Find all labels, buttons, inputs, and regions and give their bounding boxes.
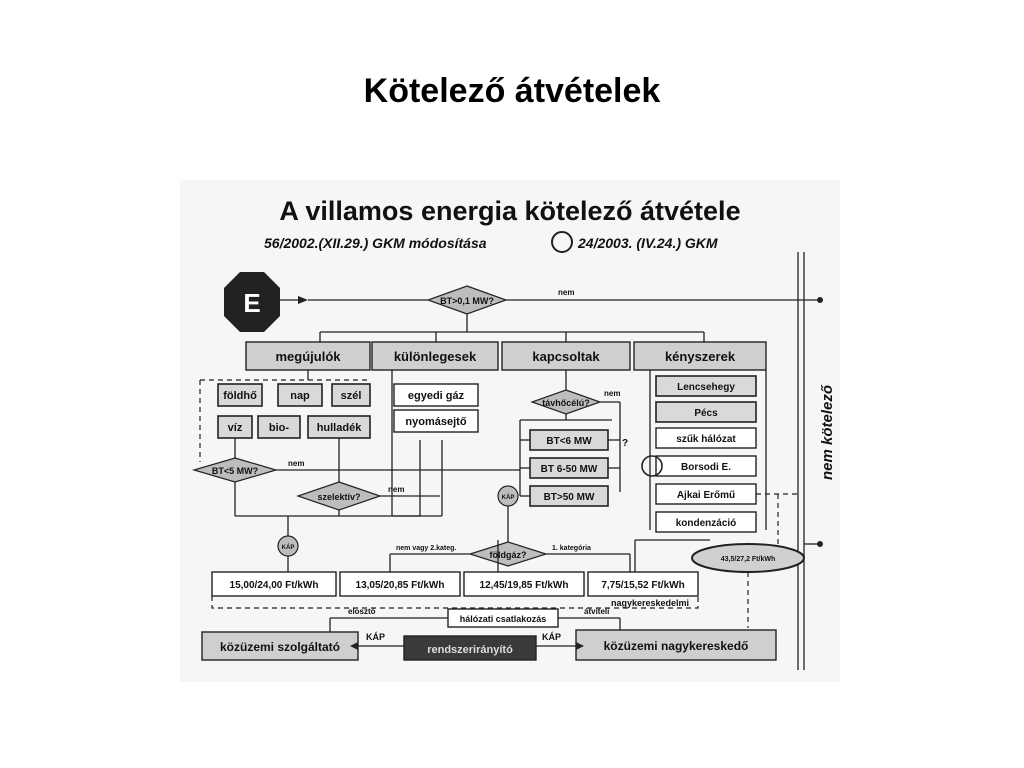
box-pecs-label: Pécs (694, 408, 718, 419)
label-nem-bt5: nem (288, 459, 304, 468)
box-egyedi-gaz-label: egyedi gáz (408, 390, 465, 402)
box-chp-large-label: BT>50 MW (544, 492, 595, 503)
box-bio (257, 415, 301, 439)
box-foldho (217, 383, 263, 407)
box-bio-label: bio- (269, 422, 289, 434)
box-borsodi-label: Borsodi E. (681, 462, 731, 473)
price-box-3 (463, 571, 585, 597)
label-eloszto: elosztó (348, 607, 376, 616)
label-nem-szelektiv: nem (388, 485, 404, 494)
box-hulladek-label: hulladék (317, 422, 363, 434)
box-ajkai-label: Ajkai Erőmű (677, 490, 735, 501)
side-label-nem-kotelezo: nem kötelező (819, 384, 836, 480)
box-nyomasejto (393, 409, 479, 433)
box-szel-label: szél (341, 390, 362, 402)
label-foldgaz-right: 1. kategória (552, 545, 591, 552)
price-box-3-label: 12,45/19,85 Ft/kWh (480, 580, 569, 591)
diagram-subtitle-left: 56/2002.(XII.29.) GKM módosítása (264, 235, 487, 251)
box-halozati (447, 608, 559, 628)
box-rendszeriranyito-label: rendszerirányító (427, 644, 513, 656)
box-nap-label: nap (290, 390, 310, 402)
price-box-4-label: 7,75/15,52 Ft/kWh (601, 580, 684, 591)
box-nap (277, 383, 323, 407)
box-chp-medium-label: BT 6-50 MW (541, 464, 598, 475)
slide-title: Kötelező átvételek (363, 72, 661, 110)
price-box-4 (587, 571, 699, 597)
box-viz-label: víz (228, 422, 243, 434)
decision-foldgaz-label: földgáz? (490, 550, 527, 560)
kap-circle-middle-label: KÁP (502, 494, 515, 501)
box-foldho-label: földhő (223, 390, 257, 402)
box-lencsehegy (655, 375, 757, 397)
box-borsodi (655, 455, 757, 477)
box-szel (331, 383, 371, 407)
category-kapcsoltak (501, 341, 631, 371)
label-nem-top: nem (558, 288, 574, 297)
price-box-2 (339, 571, 461, 597)
box-lencsehegy-label: Lencsehegy (677, 382, 735, 393)
start-octagon (224, 272, 280, 332)
price-box-1-label: 15,00/24,00 Ft/kWh (230, 580, 319, 591)
decision-szelektiv-label: szelektív? (317, 492, 360, 502)
box-kozuzemi-szolgaltato-label: közüzemi szolgáltató (220, 640, 340, 654)
category-kenyszerek (633, 341, 767, 371)
label-nagykereskedelmi: nagykereskedelmi (611, 598, 689, 608)
decision-tavho-label: távhőcélú? (542, 398, 590, 408)
box-kozuzemi-szolgaltato (201, 631, 359, 661)
price-special: 43,5/27,2 Ft/kWh (721, 556, 775, 563)
box-chp-small-label: BT<6 MW (546, 436, 592, 447)
diagram-subtitle-right: 24/2003. (IV.24.) GKM (577, 235, 718, 251)
category-megujulok-label: megújulók (275, 349, 341, 364)
kap-circle-left-label: KÁP (282, 544, 295, 551)
box-kozuzemi-nagykereskedo-label: közüzemi nagykereskedő (604, 639, 749, 653)
diagram-title: A villamos energia kötelező átvétele (279, 196, 740, 226)
label-foldgaz-left: nem vagy 2.kateg. (396, 545, 456, 552)
box-nyomasejto-label: nyomásejtő (405, 416, 466, 428)
label-kap-left: KÁP (366, 632, 385, 642)
box-kozuzemi-nagykereskedo (575, 629, 777, 661)
circle-mark (551, 231, 573, 253)
diagram-svg: A villamos energia kötelező átvétele 56/… (191, 196, 836, 670)
chp-question: ? (622, 438, 628, 449)
label-nem-tavho: nem (604, 389, 620, 398)
decision-bt-5-label: BT<5 MW? (212, 466, 258, 476)
box-kondenzacio-label: kondenzáció (676, 518, 737, 529)
label-kap-right: KÁP (542, 632, 561, 642)
category-kenyszerek-label: kényszerek (665, 349, 736, 364)
start-label: E (243, 288, 260, 318)
box-pecs (655, 401, 757, 423)
box-kondenzacio (655, 511, 757, 533)
price-box-1 (211, 571, 337, 597)
box-szuk-halozat-label: szűk hálózat (676, 434, 736, 445)
category-kapcsoltak-label: kapcsoltak (532, 349, 600, 364)
decision-foldgaz (468, 541, 548, 567)
box-szuk-halozat (655, 427, 757, 449)
decision-bt-0-1-label: BT>0,1 MW? (440, 296, 494, 306)
box-rendszeriranyito (403, 635, 537, 661)
price-box-2-label: 13,05/20,85 Ft/kWh (356, 580, 445, 591)
borsodi-ring (641, 455, 663, 477)
box-halozati-label: hálózati csatlakozás (460, 614, 547, 624)
category-kulonlegesek (371, 341, 499, 371)
box-egyedi-gaz (393, 383, 479, 407)
category-megujulok (245, 341, 371, 371)
label-atviteli: átviteli (584, 607, 609, 616)
category-kulonlegesek-label: különlegesek (394, 349, 477, 364)
diagram-scan: A villamos energia kötelező átvétele 56/… (180, 180, 840, 682)
